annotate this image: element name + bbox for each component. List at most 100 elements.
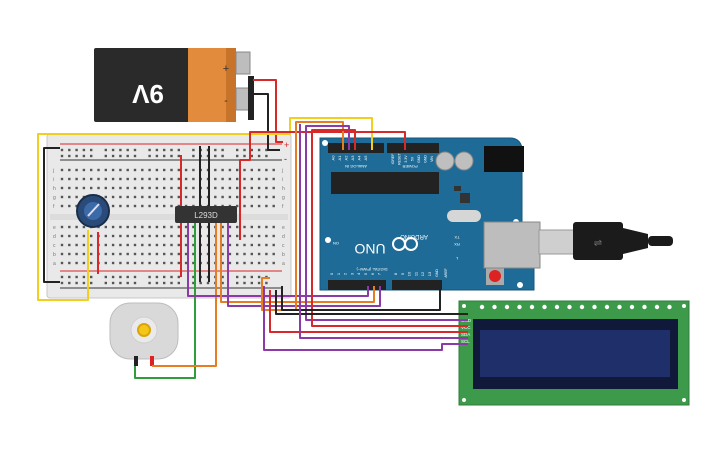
lcd-pin[interactable] bbox=[492, 304, 497, 310]
breadboard-hole[interactable] bbox=[111, 168, 115, 172]
breadboard-hole[interactable] bbox=[228, 168, 232, 172]
breadboard-hole[interactable] bbox=[97, 168, 100, 172]
rail-hole[interactable] bbox=[192, 154, 195, 158]
breadboard-hole[interactable] bbox=[75, 204, 78, 208]
rail-hole[interactable] bbox=[265, 154, 268, 158]
rail-hole[interactable] bbox=[221, 275, 224, 279]
breadboard-hole[interactable] bbox=[119, 177, 122, 181]
breadboard-hole[interactable] bbox=[192, 195, 195, 199]
lcd-pin[interactable] bbox=[579, 304, 585, 310]
breadboard-hole[interactable] bbox=[250, 186, 253, 190]
breadboard-hole[interactable] bbox=[111, 252, 115, 256]
rail-hole[interactable] bbox=[82, 148, 86, 152]
rail-hole[interactable] bbox=[170, 275, 173, 279]
breadboard-hole[interactable] bbox=[228, 186, 232, 190]
breadboard-hole[interactable] bbox=[192, 177, 195, 181]
breadboard-hole[interactable] bbox=[75, 252, 78, 256]
rail-hole[interactable] bbox=[111, 148, 115, 152]
breadboard-hole[interactable] bbox=[228, 261, 232, 265]
breadboard-hole[interactable] bbox=[192, 243, 195, 247]
breadboard-hole[interactable] bbox=[250, 168, 253, 172]
breadboard-hole[interactable] bbox=[184, 177, 188, 181]
rail-hole[interactable] bbox=[257, 281, 261, 285]
rail-hole[interactable] bbox=[221, 281, 224, 285]
breadboard-hole[interactable] bbox=[60, 261, 64, 265]
breadboard-hole[interactable] bbox=[75, 168, 78, 172]
breadboard-hole[interactable] bbox=[257, 234, 261, 238]
breadboard-hole[interactable] bbox=[126, 225, 129, 229]
rail-hole[interactable] bbox=[265, 281, 268, 285]
rail-hole[interactable] bbox=[170, 281, 173, 285]
lcd-header-pins[interactable] bbox=[479, 304, 672, 310]
breadboard-hole[interactable] bbox=[257, 177, 261, 181]
breadboard-hole[interactable] bbox=[265, 234, 268, 238]
wires[interactable] bbox=[37, 79, 468, 379]
breadboard-hole[interactable] bbox=[133, 252, 137, 256]
breadboard-hole[interactable] bbox=[111, 177, 115, 181]
breadboard-hole[interactable] bbox=[192, 234, 195, 238]
breadboard-hole[interactable] bbox=[265, 225, 268, 229]
breadboard-hole[interactable] bbox=[214, 168, 217, 172]
breadboard-hole[interactable] bbox=[177, 186, 180, 190]
breadboard-hole[interactable] bbox=[148, 177, 151, 181]
breadboard-hole[interactable] bbox=[119, 186, 122, 190]
breadboard-hole[interactable] bbox=[133, 261, 137, 265]
rail-hole[interactable] bbox=[90, 154, 93, 158]
rail-hole[interactable] bbox=[133, 281, 137, 285]
rail-hole[interactable] bbox=[163, 148, 166, 152]
breadboard-hole[interactable] bbox=[257, 252, 261, 256]
breadboard-hole[interactable] bbox=[170, 195, 173, 199]
lcd-pin[interactable] bbox=[629, 304, 635, 310]
breadboard-hole[interactable] bbox=[221, 261, 224, 265]
breadboard-hole[interactable] bbox=[221, 252, 224, 256]
breadboard-hole[interactable] bbox=[141, 186, 144, 190]
breadboard-hole[interactable] bbox=[119, 252, 122, 256]
rail-hole[interactable] bbox=[155, 154, 159, 158]
rail-hole[interactable] bbox=[236, 154, 239, 158]
breadboard-hole[interactable] bbox=[221, 234, 224, 238]
breadboard-hole[interactable] bbox=[265, 186, 268, 190]
breadboard-hole[interactable] bbox=[60, 186, 64, 190]
breadboard-hole[interactable] bbox=[243, 225, 246, 229]
breadboard-hole[interactable] bbox=[133, 225, 137, 229]
breadboard-hole[interactable] bbox=[243, 234, 246, 238]
breadboard-hole[interactable] bbox=[155, 186, 159, 190]
breadboard-hole[interactable] bbox=[133, 177, 137, 181]
breadboard-hole[interactable] bbox=[177, 177, 180, 181]
breadboard-hole[interactable] bbox=[111, 234, 115, 238]
lcd-pin[interactable] bbox=[504, 304, 510, 310]
rail-hole[interactable] bbox=[126, 148, 129, 152]
breadboard-hole[interactable] bbox=[170, 252, 173, 256]
breadboard-hole[interactable] bbox=[272, 195, 275, 199]
breadboard-hole[interactable] bbox=[163, 168, 166, 172]
breadboard-hole[interactable] bbox=[177, 168, 180, 172]
breadboard-hole[interactable] bbox=[60, 204, 64, 208]
breadboard-hole[interactable] bbox=[75, 243, 78, 247]
rail-hole[interactable] bbox=[68, 148, 71, 152]
rail-hole[interactable] bbox=[170, 148, 173, 152]
rail-hole[interactable] bbox=[90, 275, 93, 279]
breadboard-hole[interactable] bbox=[163, 243, 166, 247]
breadboard-hole[interactable] bbox=[184, 225, 188, 229]
breadboard-hole[interactable] bbox=[126, 243, 129, 247]
rail-hole[interactable] bbox=[257, 154, 261, 158]
breadboard-hole[interactable] bbox=[236, 177, 239, 181]
breadboard-hole[interactable] bbox=[221, 168, 224, 172]
breadboard-hole[interactable] bbox=[192, 168, 195, 172]
breadboard-hole[interactable] bbox=[221, 225, 224, 229]
breadboard-hole[interactable] bbox=[243, 252, 246, 256]
breadboard-hole[interactable] bbox=[184, 243, 188, 247]
breadboard-hole[interactable] bbox=[148, 252, 151, 256]
breadboard-hole[interactable] bbox=[133, 186, 137, 190]
breadboard-hole[interactable] bbox=[257, 204, 261, 208]
breadboard-hole[interactable] bbox=[170, 234, 173, 238]
lcd-pin[interactable] bbox=[554, 304, 560, 310]
rail-hole[interactable] bbox=[236, 275, 239, 279]
breadboard-hole[interactable] bbox=[214, 186, 217, 190]
rail-hole[interactable] bbox=[236, 148, 239, 152]
breadboard-hole[interactable] bbox=[119, 225, 122, 229]
rail-hole[interactable] bbox=[111, 275, 115, 279]
rail-hole[interactable] bbox=[148, 275, 151, 279]
rail-hole[interactable] bbox=[170, 154, 173, 158]
breadboard-hole[interactable] bbox=[75, 234, 78, 238]
